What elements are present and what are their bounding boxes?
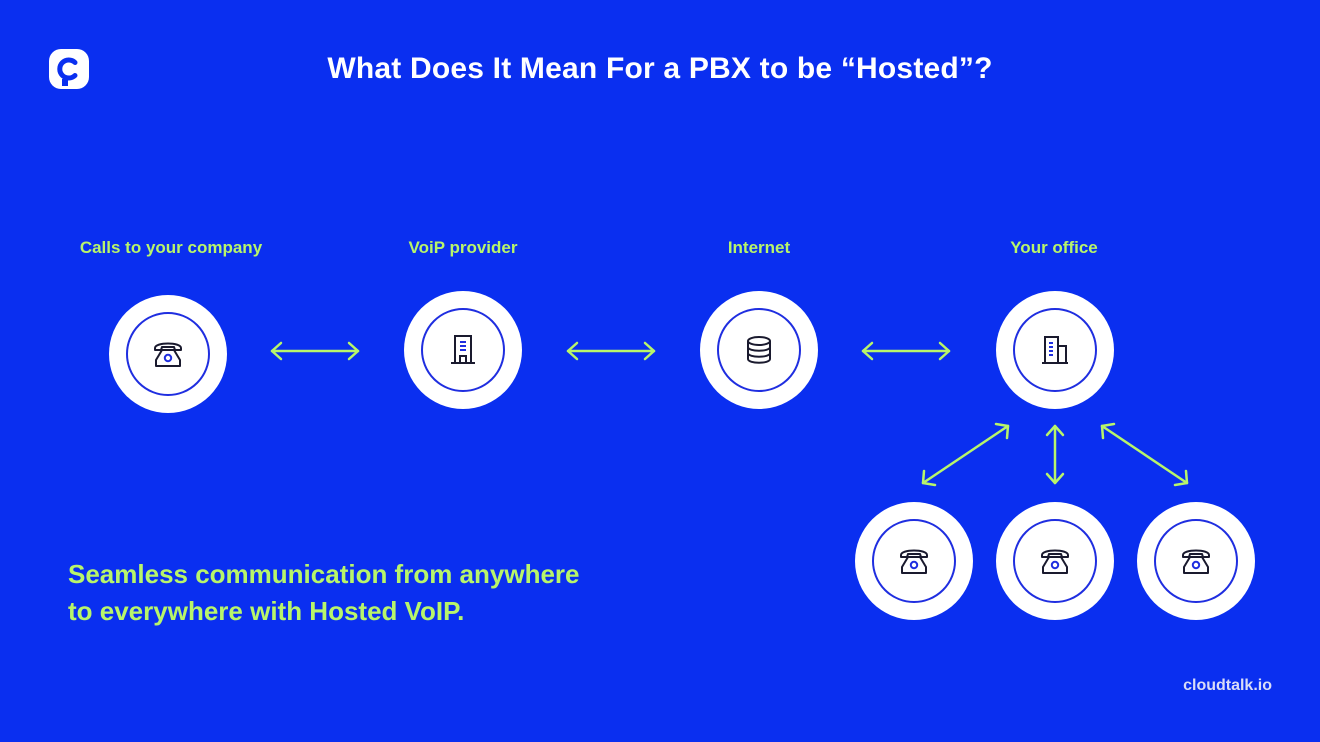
node-phone-3 — [1137, 502, 1255, 620]
tagline-line-2: to everywhere with Hosted VoIP. — [68, 596, 465, 626]
telephone-icon — [1041, 549, 1069, 574]
node-internet — [700, 291, 818, 409]
arrow-office-phone-2 — [1045, 424, 1065, 485]
telephone-icon — [154, 342, 182, 367]
cloudtalk-logo-icon — [49, 49, 89, 89]
node-calls — [109, 295, 227, 413]
label-calls: Calls to your company — [79, 238, 263, 257]
telephone-icon — [900, 549, 928, 574]
server-tower-icon — [451, 335, 475, 364]
label-internet: Internet — [727, 238, 791, 257]
page-title: What Does It Mean For a PBX to be “Hoste… — [327, 52, 993, 85]
arrow-calls-voip — [270, 341, 360, 361]
brand-url: cloudtalk.io — [1183, 677, 1272, 694]
label-your-office: Your office — [1010, 238, 1098, 257]
arrow-office-phone-3 — [1100, 422, 1189, 487]
arrow-voip-internet — [566, 341, 656, 361]
node-your-office — [996, 291, 1114, 409]
node-voip-provider — [404, 291, 522, 409]
label-voip-provider: VoiP provider — [408, 238, 518, 257]
arrow-internet-office — [861, 341, 951, 361]
telephone-icon — [1182, 549, 1210, 574]
arrow-office-phone-1 — [921, 422, 1010, 487]
node-phone-1 — [855, 502, 973, 620]
database-icon — [747, 336, 771, 364]
tagline: Seamless communication from anywhere to … — [68, 556, 708, 630]
tagline-line-1: Seamless communication from anywhere — [68, 559, 580, 589]
office-building-icon — [1042, 336, 1068, 364]
node-phone-2 — [996, 502, 1114, 620]
